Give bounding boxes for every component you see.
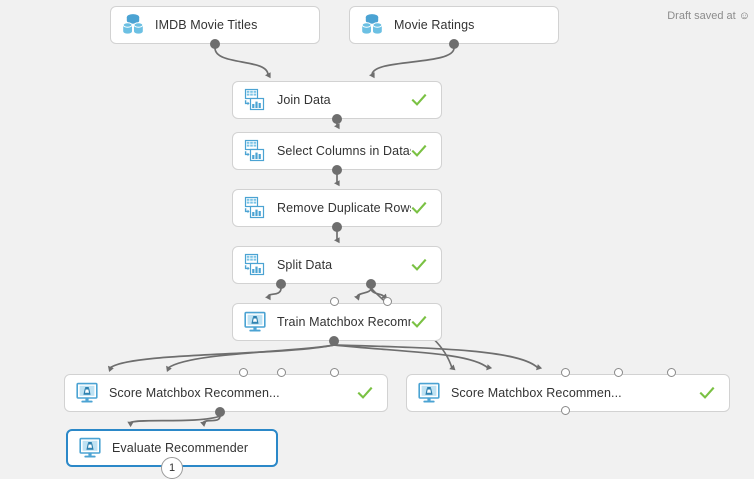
status-finished-check-icon — [411, 143, 427, 159]
ml-model-icon — [77, 435, 103, 461]
node-label: Select Columns in Dataset — [277, 144, 411, 158]
ml-model-icon — [416, 380, 442, 406]
node-badge-evaluate-recommender[interactable]: 1 — [161, 457, 183, 479]
output-port-remove-duplicate-rows[interactable] — [332, 222, 342, 232]
data-transform-icon — [242, 87, 268, 113]
node-label: Train Matchbox Recommen... — [277, 315, 411, 329]
node-label: Split Data — [277, 258, 333, 272]
ml-model-icon — [418, 382, 440, 403]
output-port-score-left[interactable] — [215, 407, 225, 417]
data-transform-icon — [242, 252, 268, 278]
input-port-score-right-4[interactable] — [613, 367, 623, 377]
dataset-icon — [122, 14, 144, 34]
output-port-split-data-2[interactable] — [366, 279, 376, 289]
data-transform-icon — [244, 139, 265, 162]
data-transform-icon — [244, 196, 265, 219]
input-port-train-matchbox-2[interactable] — [329, 296, 339, 306]
status-finished-check-icon — [411, 201, 427, 214]
input-port-score-left-4[interactable] — [276, 367, 286, 377]
status-finished-check-icon — [411, 92, 427, 108]
data-transform-icon — [242, 195, 268, 221]
status-finished-check-icon — [357, 385, 373, 401]
output-port-movie-ratings[interactable] — [449, 39, 459, 49]
user-glyph-icon: ☺ — [738, 10, 750, 22]
ml-model-icon — [79, 437, 101, 458]
node-movie-ratings[interactable]: Movie Ratings — [349, 6, 559, 44]
node-label: Evaluate Recommender — [112, 441, 249, 455]
status-finished-check-icon — [411, 257, 427, 273]
node-label: Remove Duplicate Rows — [277, 201, 411, 215]
node-select-columns-in-dataset[interactable]: Select Columns in Dataset — [232, 132, 442, 170]
data-transform-icon — [244, 253, 265, 276]
status-finished-check-icon — [699, 385, 715, 401]
node-split-data[interactable]: Split Data — [232, 246, 442, 284]
output-port-score-right[interactable] — [560, 405, 570, 415]
draft-saved-label: Draft saved at — [667, 10, 736, 22]
input-port-score-right-3[interactable] — [560, 367, 570, 377]
ml-model-icon — [76, 382, 98, 403]
ml-model-icon — [74, 380, 100, 406]
dataset-icon — [120, 12, 146, 38]
status-finished-check-icon — [699, 386, 715, 399]
output-port-train-matchbox[interactable] — [329, 336, 339, 346]
ml-model-icon — [244, 311, 266, 332]
ml-model-icon — [242, 309, 268, 335]
node-label: Score Matchbox Recommen... — [109, 386, 280, 400]
status-finished-check-icon — [357, 386, 373, 399]
status-finished-check-icon — [411, 144, 427, 157]
node-label: Score Matchbox Recommen... — [451, 386, 622, 400]
input-port-score-left-3[interactable] — [238, 367, 248, 377]
node-label: IMDB Movie Titles — [155, 18, 258, 32]
node-remove-duplicate-rows[interactable]: Remove Duplicate Rows — [232, 189, 442, 227]
partial-offscreen-node — [82, 473, 302, 479]
output-port-imdb-movie-titles[interactable] — [210, 39, 220, 49]
status-finished-check-icon — [411, 258, 427, 271]
input-port-score-left-5[interactable] — [329, 367, 339, 377]
node-label: Movie Ratings — [394, 18, 475, 32]
node-label: Join Data — [277, 93, 331, 107]
data-transform-icon — [244, 88, 265, 111]
output-port-select-columns[interactable] — [332, 165, 342, 175]
node-score-matchbox-recommender-left[interactable]: Score Matchbox Recommen... — [64, 374, 388, 412]
node-imdb-movie-titles[interactable]: IMDB Movie Titles — [110, 6, 320, 44]
status-finished-check-icon — [411, 314, 427, 330]
dataset-icon — [359, 12, 385, 38]
node-train-matchbox-recommender[interactable]: Train Matchbox Recommen... — [232, 303, 442, 341]
output-port-join-data[interactable] — [332, 114, 342, 124]
status-finished-check-icon — [411, 315, 427, 328]
status-finished-check-icon — [411, 93, 427, 106]
input-port-train-matchbox-3[interactable] — [382, 296, 392, 306]
output-port-split-data-1[interactable] — [276, 279, 286, 289]
input-port-score-right-5[interactable] — [666, 367, 676, 377]
data-transform-icon — [242, 138, 268, 164]
draft-saved-status: Draft saved at ☺ — [667, 10, 750, 22]
dataset-icon — [361, 14, 383, 34]
status-finished-check-icon — [411, 200, 427, 216]
